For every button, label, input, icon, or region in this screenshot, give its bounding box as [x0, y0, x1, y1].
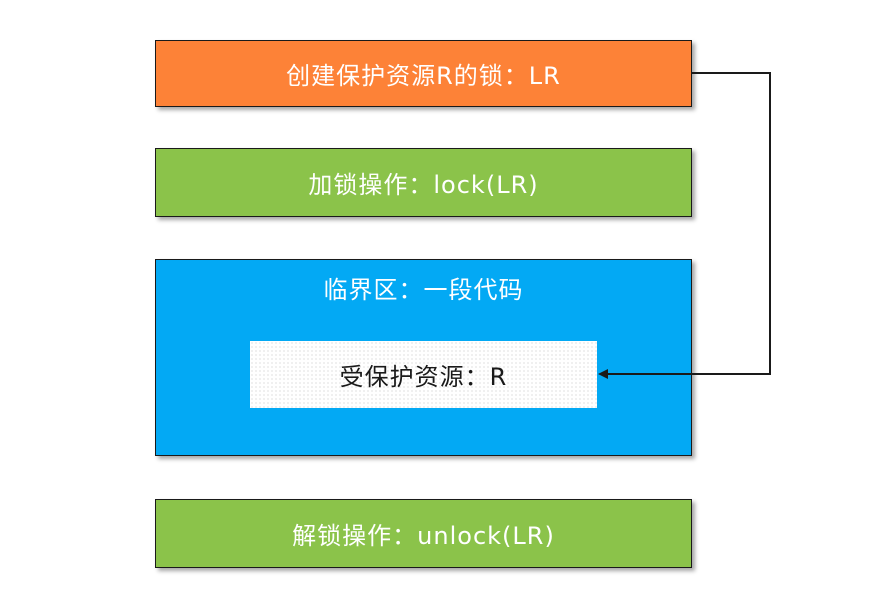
create-lock-label: 创建保护资源R的锁：LR — [286, 62, 561, 90]
unlock-operation-box: 解锁操作：unlock(LR) — [155, 499, 692, 568]
protected-resource-label: 受保护资源：R — [339, 363, 508, 391]
create-lock-box: 创建保护资源R的锁：LR — [155, 40, 692, 107]
protected-resource-box: 受保护资源：R — [250, 341, 597, 408]
lock-operation-box: 加锁操作：lock(LR) — [155, 148, 692, 217]
critical-section-label: 临界区：一段代码 — [323, 276, 524, 304]
lock-operation-label: 加锁操作：lock(LR) — [308, 171, 539, 199]
unlock-operation-label: 解锁操作：unlock(LR) — [292, 522, 555, 550]
